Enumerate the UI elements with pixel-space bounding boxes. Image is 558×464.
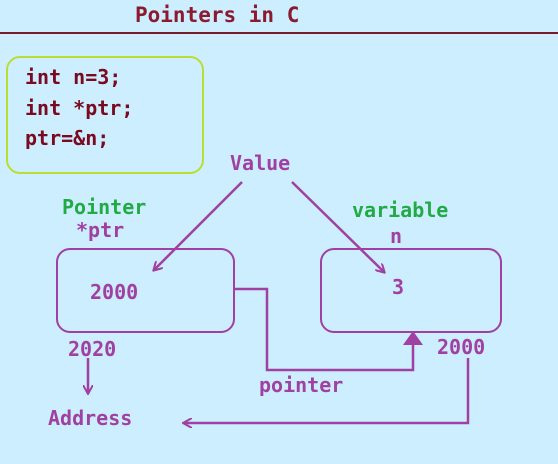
variable-address: 2000 — [437, 335, 486, 359]
pointer-box-value: 2000 — [90, 280, 139, 304]
code-line-declare-n: int n=3; — [25, 65, 122, 89]
pointer-box — [56, 248, 235, 333]
pointer-name: *ptr — [76, 218, 125, 242]
title-divider — [0, 32, 558, 34]
value-to-variable-arrow — [291, 181, 384, 272]
value-label: Value — [230, 151, 291, 175]
value-to-pointer-arrow — [154, 181, 243, 270]
page-title: Pointers in C — [135, 3, 300, 27]
variable-heading: variable — [352, 198, 449, 222]
variable-box — [320, 248, 502, 333]
variable-box-value: 3 — [392, 275, 405, 299]
variable-name: n — [390, 224, 403, 248]
pointer-link-path — [235, 287, 415, 372]
pointer-link-label: pointer — [259, 373, 344, 397]
address-label: Address — [48, 406, 133, 430]
code-line-declare-ptr: int *ptr; — [25, 96, 134, 120]
pointer-link-arrowhead — [403, 331, 423, 345]
pointer-address: 2020 — [68, 337, 117, 361]
code-snippet-box: int n=3; int *ptr; ptr=&n; — [6, 56, 204, 174]
variable-address-arrow — [184, 358, 470, 423]
code-line-assign-ptr: ptr=&n; — [25, 126, 110, 150]
pointer-heading: Pointer — [62, 195, 147, 219]
